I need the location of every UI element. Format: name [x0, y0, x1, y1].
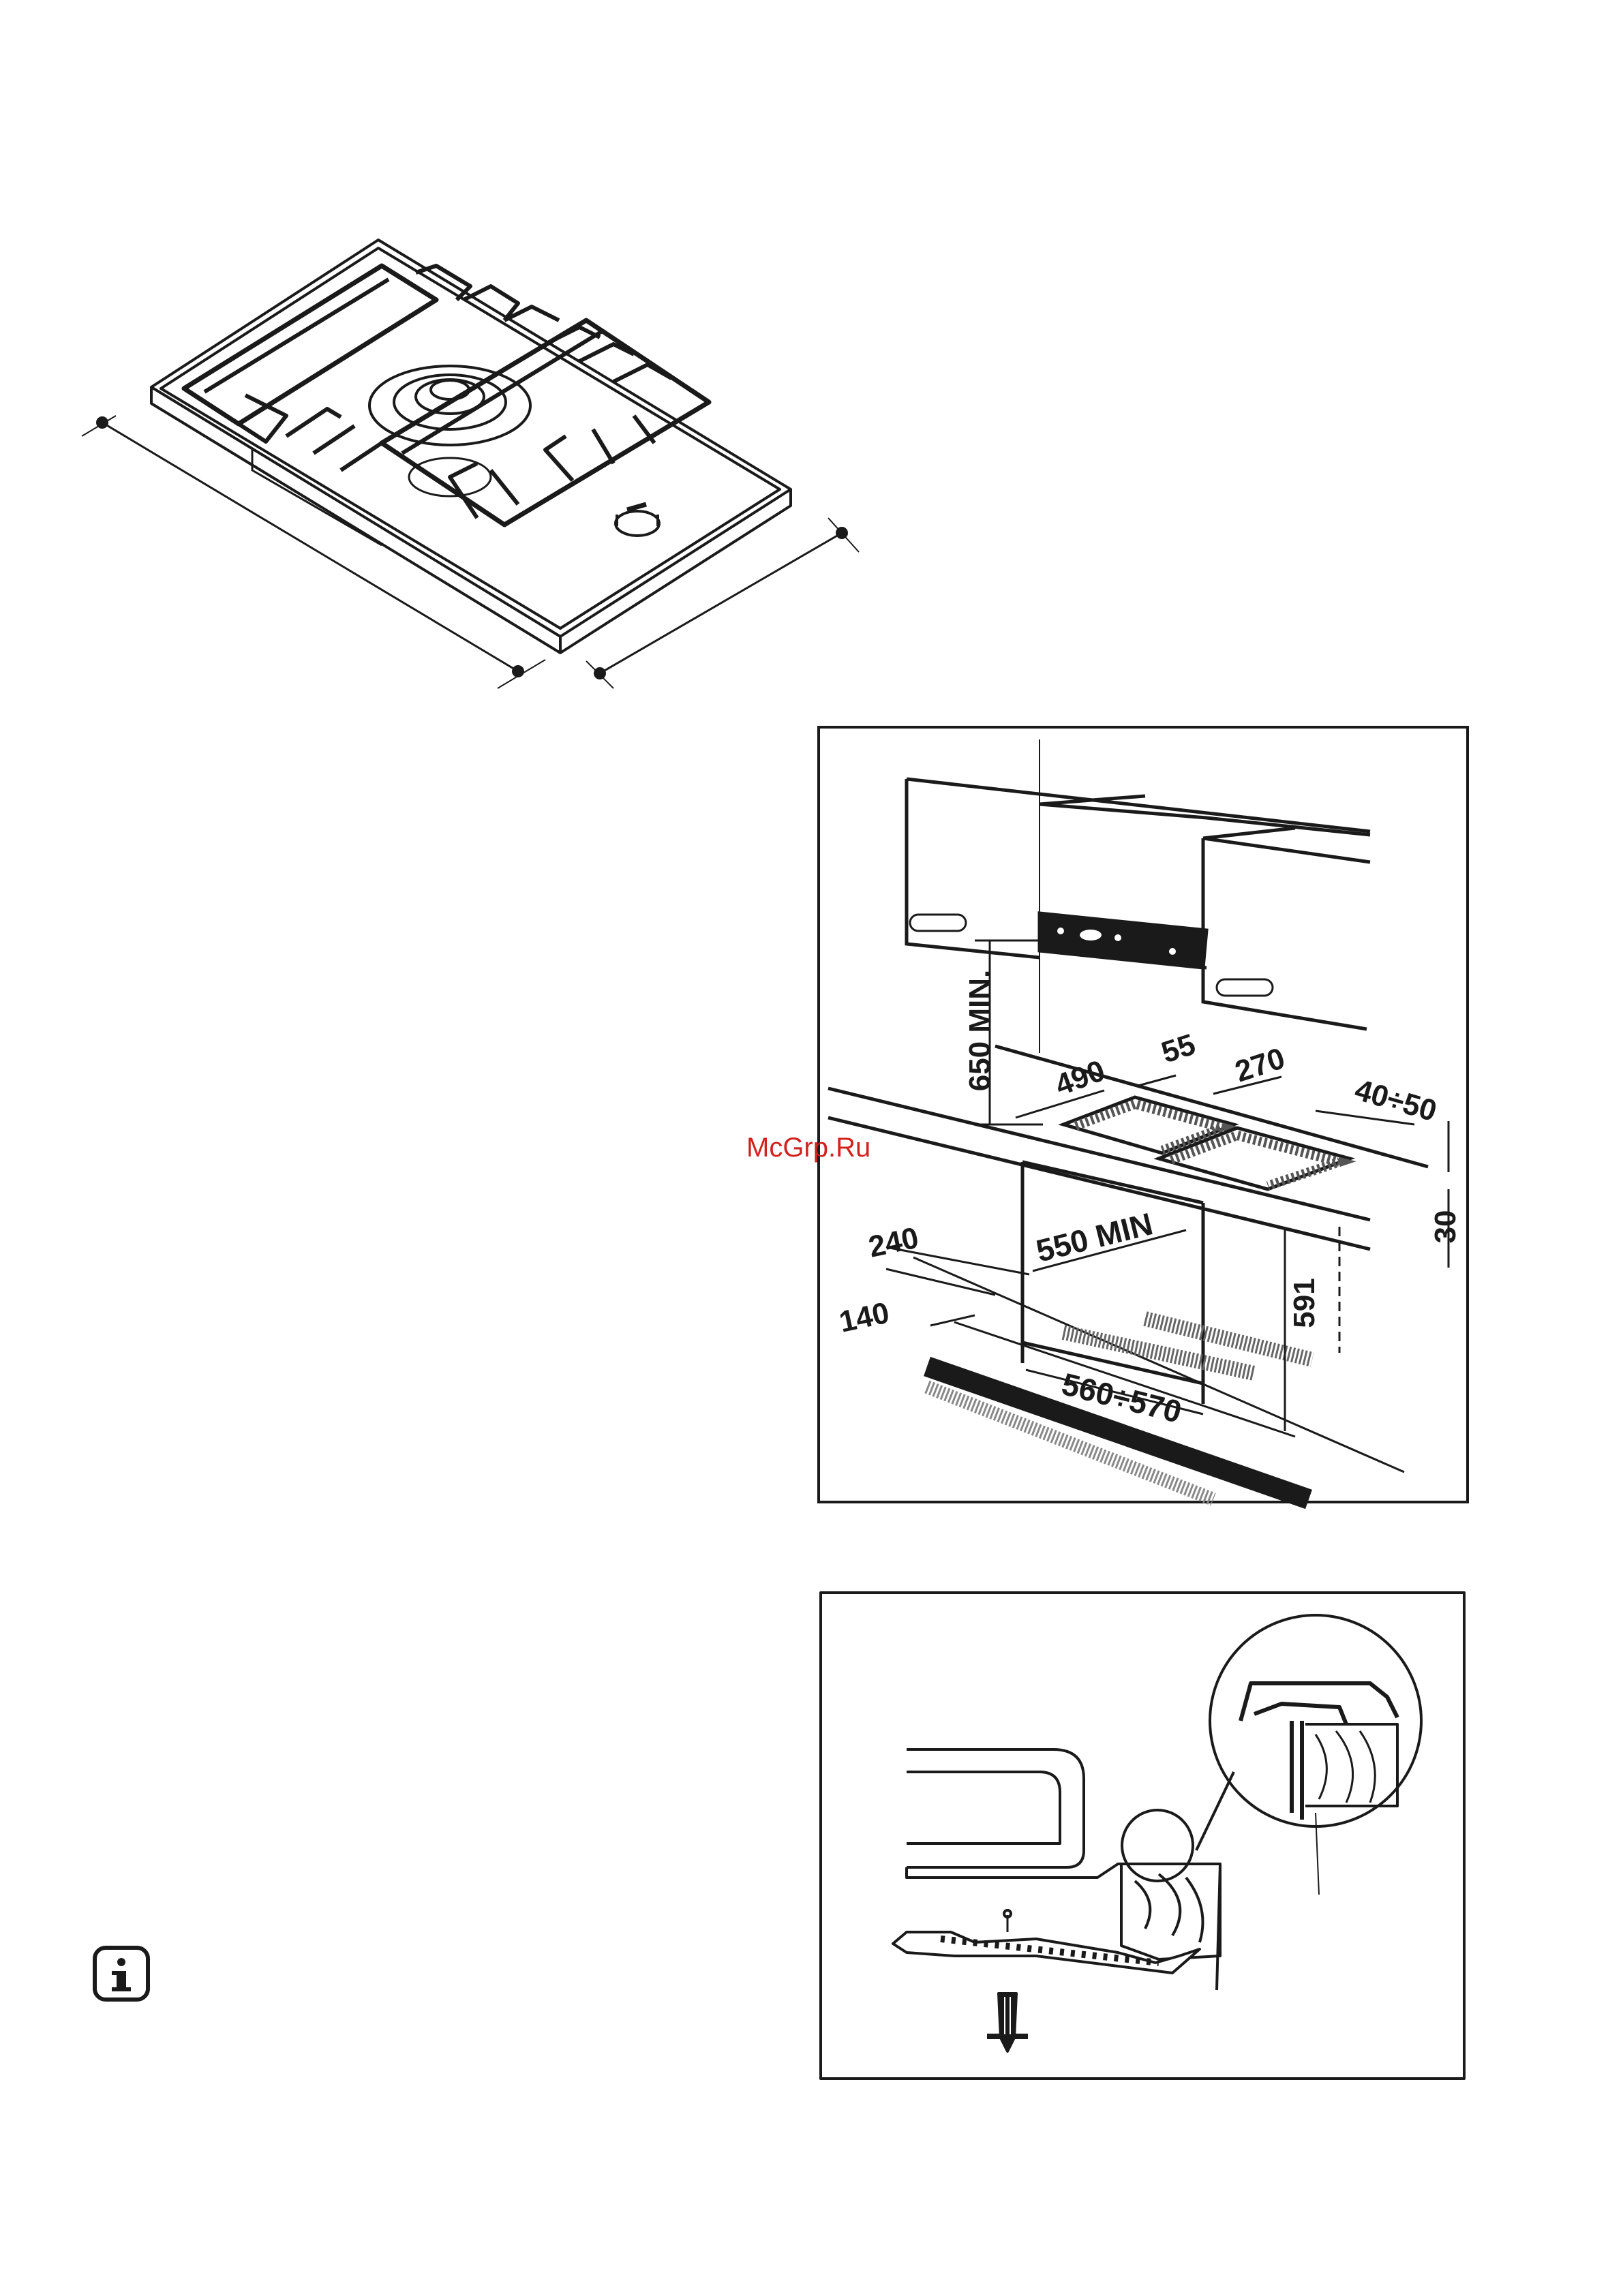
watermark: McGrp.Ru [746, 1133, 870, 1163]
info-icon [95, 1948, 148, 2000]
dim-cabinet-height: 591 [1288, 1278, 1321, 1328]
cooktop-figure [82, 240, 859, 688]
dim-hood-clearance: 650 MIN. [963, 970, 997, 1092]
fixing-figure [821, 1593, 1464, 2079]
dim-front-edge: 30 [1429, 1210, 1462, 1244]
installation-figure: 650 MIN. 490 55 270 40÷50 30 550 MIN 240… [819, 727, 1468, 1502]
